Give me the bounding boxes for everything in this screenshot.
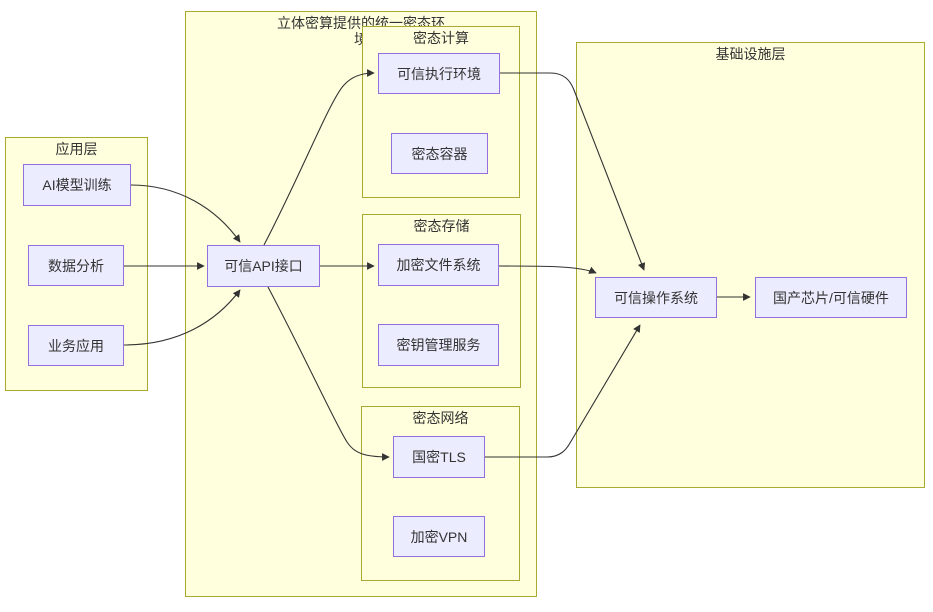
subgraph-infrastructure-layer: 基础设施层 — [576, 42, 925, 488]
node-trusted-api-interface: 可信API接口 — [207, 245, 320, 287]
node-label: 加密VPN — [410, 528, 468, 545]
node-label: 国密TLS — [412, 449, 466, 465]
node-label: 密态容器 — [411, 145, 468, 162]
node-label: 可信API接口 — [224, 258, 303, 274]
node-label: 密钥管理服务 — [396, 337, 481, 353]
node-confidential-container: 密态容器 — [391, 133, 488, 174]
node-encrypted-vpn: 加密VPN — [393, 516, 485, 557]
node-trusted-execution-environment: 可信执行环境 — [378, 53, 500, 94]
node-domestic-chip-trusted-hardware: 国产芯片/可信硬件 — [755, 277, 907, 318]
node-label: AI模型训练 — [42, 177, 112, 193]
node-label: 数据分析 — [48, 257, 104, 274]
subgraph-title-confidential-network: 密态网络 — [412, 410, 469, 426]
subgraph-title-infrastructure-layer: 基础设施层 — [715, 46, 786, 62]
node-label: 可信执行环境 — [397, 65, 481, 82]
node-ai-model-training: AI模型训练 — [23, 164, 131, 206]
node-label: 业务应用 — [48, 337, 104, 354]
node-trusted-operating-system: 可信操作系统 — [595, 277, 717, 318]
subgraph-title-application-layer: 应用层 — [55, 141, 98, 157]
subgraph-title-confidential-compute: 密态计算 — [413, 30, 469, 46]
node-encrypted-file-system: 加密文件系统 — [378, 244, 499, 286]
node-key-management-service: 密钥管理服务 — [378, 324, 499, 366]
node-label: 加密文件系统 — [396, 257, 481, 273]
node-business-application: 业务应用 — [28, 325, 124, 366]
node-label: 国产芯片/可信硬件 — [773, 289, 889, 306]
subgraph-title-confidential-storage: 密态存储 — [413, 218, 470, 234]
node-label: 可信操作系统 — [614, 289, 698, 306]
node-gm-tls: 国密TLS — [393, 436, 485, 478]
node-data-analysis: 数据分析 — [28, 245, 124, 286]
